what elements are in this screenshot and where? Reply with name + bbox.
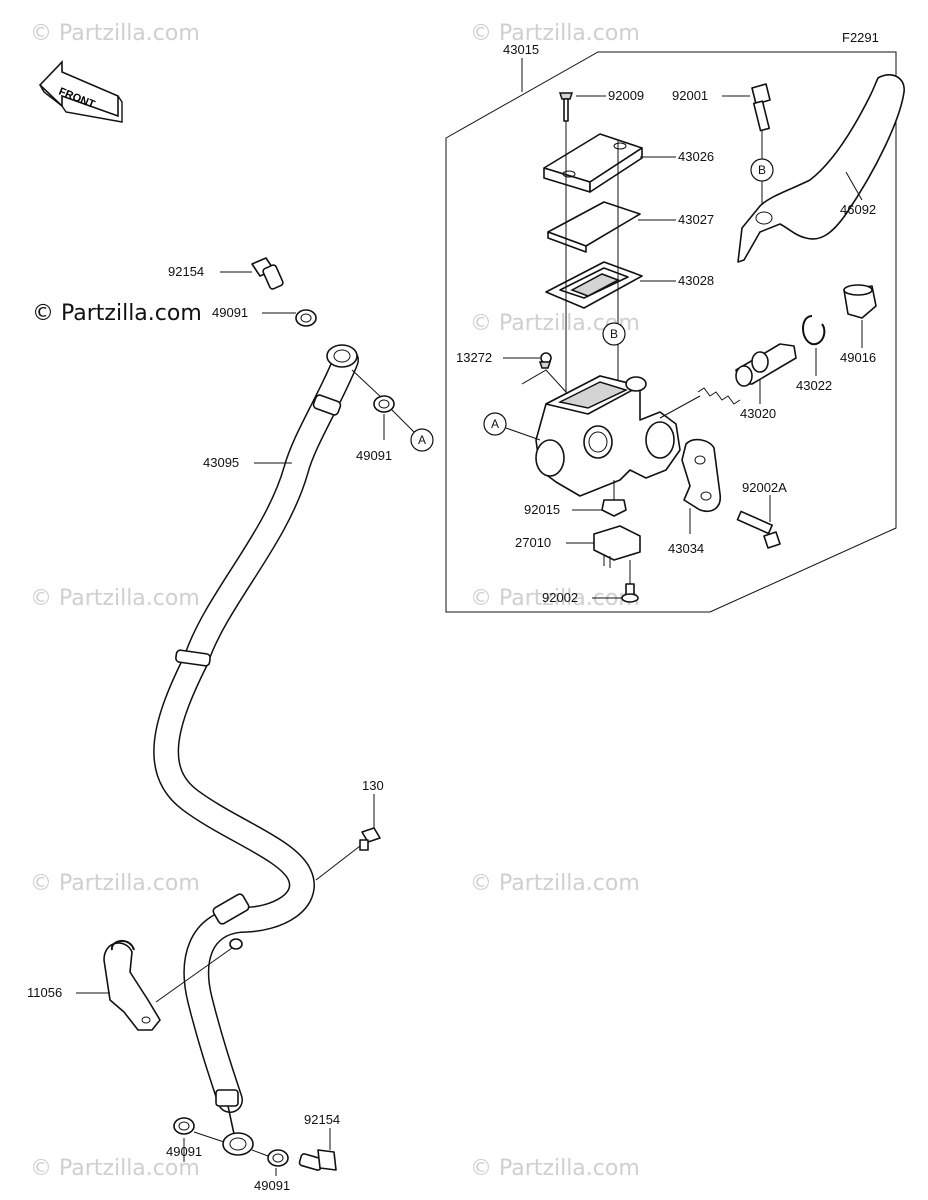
circlip-43022[interactable] — [802, 315, 826, 346]
part-label-43026[interactable]: 43026 — [678, 149, 714, 164]
part-label-92009[interactable]: 92009 — [608, 88, 644, 103]
watermark: © Partzilla.com — [30, 21, 200, 46]
clamp-11056[interactable] — [103, 940, 161, 1031]
washer-49091-bottom-left[interactable] — [173, 1117, 195, 1135]
callout-b-circle — [602, 322, 626, 346]
part-label-27010[interactable]: 27010 — [515, 535, 551, 550]
banjo-bolt-92154-bottom[interactable] — [298, 1149, 337, 1171]
banjo-bolt-92154-top[interactable] — [251, 257, 284, 290]
part-label-43027[interactable]: 43027 — [678, 212, 714, 227]
callout-a: A — [491, 417, 499, 431]
part-label-49091-bottom-right[interactable]: 49091 — [254, 1178, 290, 1193]
front-arrow-icon: FRONT — [38, 60, 123, 123]
part-label-43095[interactable]: 43095 — [203, 455, 239, 470]
diaphragm-plate-43027[interactable] — [547, 201, 641, 253]
part-label-43020[interactable]: 43020 — [740, 406, 776, 421]
part-label-92154-top[interactable]: 92154 — [168, 264, 204, 279]
bleeder-13272[interactable] — [538, 352, 552, 369]
callout-b: B — [758, 163, 766, 177]
part-label-49091-top[interactable]: 49091 — [212, 305, 248, 320]
part-label-92002A[interactable]: 92002A — [742, 480, 787, 495]
diagram-code: F2291 — [842, 30, 879, 45]
bolt-130[interactable] — [359, 827, 381, 851]
nut-92015[interactable] — [601, 499, 627, 517]
part-label-43015[interactable]: 43015 — [503, 42, 539, 57]
part-label-46092[interactable]: 46092 — [840, 202, 876, 217]
part-label-13272[interactable]: 13272 — [456, 350, 492, 365]
part-label-92015[interactable]: 92015 — [524, 502, 560, 517]
callout-a-circle — [410, 428, 434, 452]
screw-92009[interactable] — [558, 92, 574, 122]
watermark-layer: © Partzilla.com © Partzilla.com © Partzi… — [30, 21, 640, 1181]
part-label-49091-mid[interactable]: 49091 — [356, 448, 392, 463]
watermark: © Partzilla.com — [470, 1156, 640, 1181]
copyright-text: © Partzilla.com — [32, 301, 202, 326]
bolt-92002A[interactable] — [736, 510, 781, 549]
master-cylinder-body[interactable] — [535, 375, 681, 497]
part-label-43034[interactable]: 43034 — [668, 541, 704, 556]
watermark: © Partzilla.com — [470, 21, 640, 46]
callout-b: B — [610, 327, 618, 341]
washer-49091-top[interactable] — [295, 309, 317, 327]
reservoir-cap-43026[interactable] — [543, 133, 643, 193]
holder-43034[interactable] — [681, 438, 722, 512]
part-label-130[interactable]: 130 — [362, 778, 384, 793]
diaphragm-43028[interactable] — [545, 261, 643, 309]
callout-b-circle — [750, 158, 774, 182]
part-label-49091-bottom-left[interactable]: 49091 — [166, 1144, 202, 1159]
part-label-92154-bottom[interactable]: 92154 — [304, 1112, 340, 1127]
callout-a-circle — [483, 412, 507, 436]
brake-switch-27010[interactable] — [593, 525, 641, 568]
part-label-92002[interactable]: 92002 — [542, 590, 578, 605]
watermark: © Partzilla.com — [30, 871, 200, 896]
part-label-43028[interactable]: 43028 — [678, 273, 714, 288]
watermark: © Partzilla.com — [470, 871, 640, 896]
brake-hose-43095[interactable] — [153, 344, 359, 1156]
part-label-92001[interactable]: 92001 — [672, 88, 708, 103]
part-label-11056[interactable]: 11056 — [27, 985, 62, 1000]
watermark: © Partzilla.com — [30, 586, 200, 611]
washer-49091-bottom-right[interactable] — [267, 1149, 289, 1167]
brake-lever-46092[interactable] — [737, 74, 905, 263]
part-label-43022[interactable]: 43022 — [796, 378, 832, 393]
assembly-frame — [445, 51, 897, 613]
watermark: © Partzilla.com — [30, 1156, 200, 1181]
washer-49091-mid[interactable] — [373, 395, 395, 413]
part-label-49016[interactable]: 49016 — [840, 350, 876, 365]
callout-a: A — [418, 433, 426, 447]
piston-kit-43020[interactable] — [697, 343, 797, 405]
pivot-bolt-92001[interactable] — [751, 83, 771, 132]
boot-49016[interactable] — [843, 284, 877, 319]
